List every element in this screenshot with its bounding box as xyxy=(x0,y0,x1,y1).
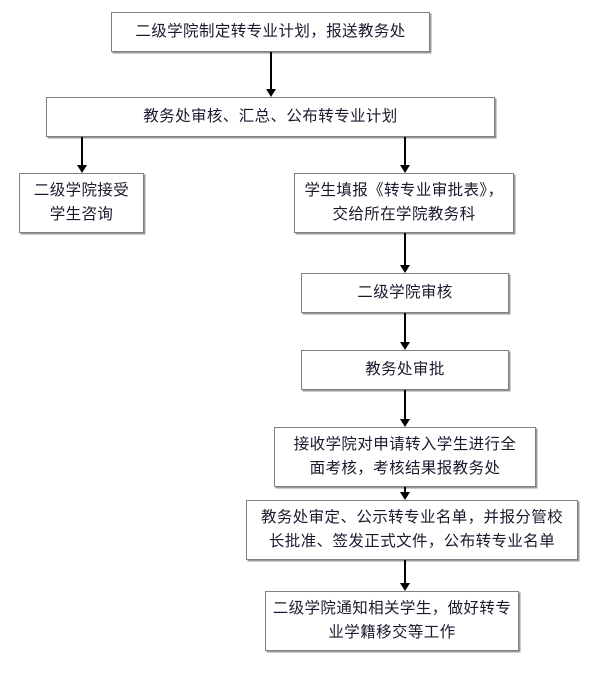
flow-node-label: 学生填报《转专业审批表》， 交给所在学院教务科 xyxy=(304,181,504,223)
arrow-stem xyxy=(404,487,406,492)
arrow-head-icon xyxy=(399,342,410,350)
arrow-stem xyxy=(404,137,406,165)
arrow-head-icon xyxy=(399,265,410,273)
arrow-head-icon xyxy=(399,492,410,500)
arrow-stem xyxy=(81,137,83,165)
flow-node-plan-creation[interactable]: 二级学院制定转专业计划，报送教务处 xyxy=(111,12,430,52)
flow-node-label: 二级学院通知相关学生，做好转专 业学籍移交等工作 xyxy=(272,599,512,641)
arrow-stem xyxy=(404,313,406,342)
flow-node-notify-students-transfer-records[interactable]: 二级学院通知相关学生，做好转专 业学籍移交等工作 xyxy=(265,591,519,651)
flow-node-label: 教务处审定、公示转专业名单，并报分管校 长批准、签发正式文件，公布转专业名单 xyxy=(260,508,564,550)
arrow-stem xyxy=(404,390,406,419)
flow-node-label: 接收学院对申请转入学生进行全 面考核，考核结果报教务处 xyxy=(293,435,517,477)
arrow-head-icon xyxy=(265,89,276,97)
flow-node-final-approval-publication[interactable]: 教务处审定、公示转专业名单，并报分管校 长批准、签发正式文件，公布转专业名单 xyxy=(246,500,578,560)
arrow-head-icon xyxy=(399,583,410,591)
flow-node-label: 教务处审批 xyxy=(365,360,445,378)
flow-node-label: 教务处审核、汇总、公布转专业计划 xyxy=(143,107,398,125)
flow-node-academic-affairs-review[interactable]: 教务处审核、汇总、公布转专业计划 xyxy=(46,97,495,137)
flow-node-label: 二级学院制定转专业计划，报送教务处 xyxy=(135,22,406,40)
flow-node-receiving-college-assessment[interactable]: 接收学院对申请转入学生进行全 面考核，考核结果报教务处 xyxy=(274,427,536,487)
flow-node-college-verification[interactable]: 二级学院审核 xyxy=(301,273,509,313)
flow-node-academic-affairs-approval[interactable]: 教务处审批 xyxy=(301,350,509,390)
flow-node-label: 二级学院接受 学生咨询 xyxy=(33,181,130,223)
arrow-head-icon xyxy=(399,419,410,427)
flow-node-student-application-form[interactable]: 学生填报《转专业审批表》， 交给所在学院教务科 xyxy=(294,173,514,233)
arrow-head-icon xyxy=(76,165,87,173)
arrow-stem xyxy=(404,233,406,265)
flow-node-label: 二级学院审核 xyxy=(357,283,453,301)
arrow-head-icon xyxy=(399,165,410,173)
arrow-stem xyxy=(270,52,272,89)
flow-node-college-consultation[interactable]: 二级学院接受 学生咨询 xyxy=(19,173,144,233)
arrow-stem xyxy=(404,560,406,583)
